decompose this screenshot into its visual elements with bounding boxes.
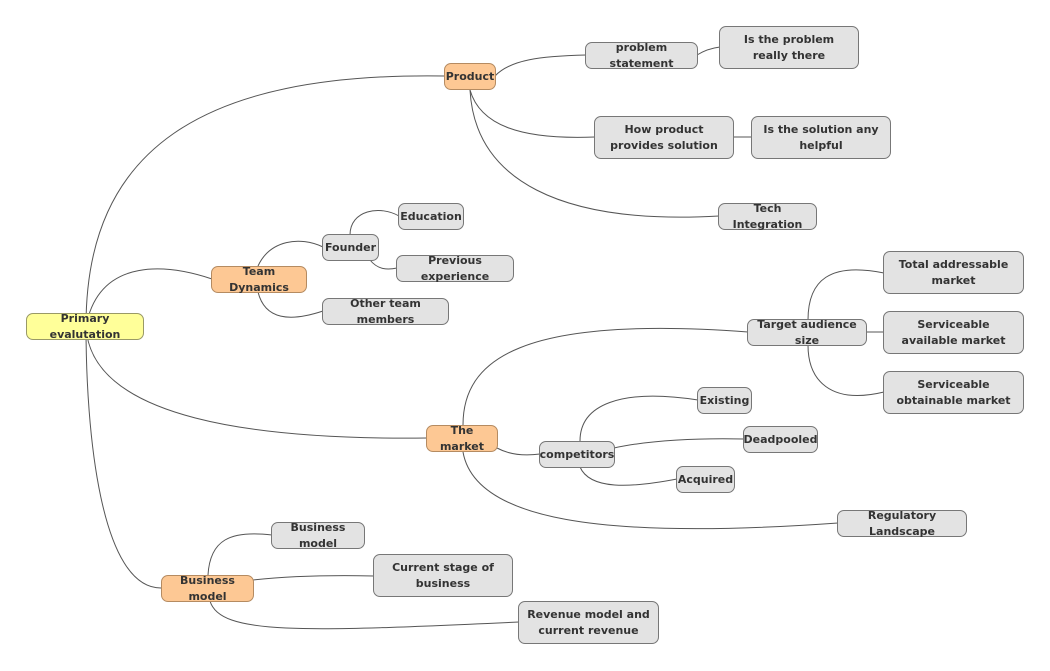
node-total-addressable-market[interactable]: Total addressable market (883, 251, 1024, 294)
edge-product-tech (469, 89, 720, 218)
edge-team-other (257, 291, 324, 318)
node-deadpooled[interactable]: Deadpooled (743, 426, 818, 453)
node-acquired[interactable]: Acquired (676, 466, 735, 493)
edge-founder-prev (369, 259, 398, 270)
node-serviceable-obtainable-market[interactable]: Serviceable obtainable market (883, 371, 1024, 414)
edge-target-total (807, 269, 885, 321)
node-tech-integration[interactable]: Tech Integration (718, 202, 817, 231)
node-problem-really-there[interactable]: Is the problem really there (719, 26, 859, 69)
edge-target-obtain (807, 344, 885, 396)
edge-market-target (462, 327, 749, 426)
topic-the-market[interactable]: The market (426, 424, 498, 453)
node-regulatory-landscape[interactable]: Regulatory Landscape (837, 509, 967, 538)
node-serviceable-available-market[interactable]: Serviceable available market (883, 311, 1024, 354)
node-competitors[interactable]: competitors (539, 441, 615, 468)
edge-founder-education (349, 209, 400, 236)
root-node[interactable]: Primary evalutation (26, 312, 144, 341)
topic-business-model[interactable]: Business model (161, 574, 254, 603)
node-business-model-child[interactable]: Business model (271, 521, 365, 550)
node-previous-experience[interactable]: Previous experience (396, 254, 514, 283)
node-solution-helpful[interactable]: Is the solution any helpful (751, 116, 891, 159)
node-revenue-model[interactable]: Revenue model and current revenue (518, 601, 659, 644)
node-how-product-solution[interactable]: How product provides solution (594, 116, 734, 159)
edge-comp-acquired (579, 466, 678, 486)
edge-team-founder (257, 240, 324, 267)
topic-product[interactable]: Product (444, 63, 496, 90)
node-other-team-members[interactable]: Other team members (322, 297, 449, 326)
edge-product-how (469, 89, 596, 138)
edge-root-team (85, 268, 213, 327)
node-target-audience-size[interactable]: Target audience size (747, 318, 867, 347)
edge-product-problem (494, 54, 587, 77)
node-education[interactable]: Education (398, 203, 464, 230)
edge-business-model (207, 533, 273, 576)
node-problem-statement[interactable]: problem statement (585, 41, 698, 70)
edge-root-product (85, 75, 446, 327)
node-current-stage[interactable]: Current stage of business (373, 554, 513, 597)
topic-team-dynamics[interactable]: Team Dynamics (211, 265, 307, 294)
edge-root-market (85, 325, 428, 439)
edge-comp-existing (579, 395, 699, 442)
edge-problem-really (696, 46, 721, 56)
node-existing[interactable]: Existing (697, 387, 752, 414)
edge-business-revenue (209, 600, 520, 630)
node-founder[interactable]: Founder (322, 234, 379, 261)
edge-comp-deadpooled (613, 438, 745, 449)
edge-root-business (85, 325, 163, 589)
edge-business-stage (252, 575, 375, 581)
edge-market-regulatory (462, 451, 839, 530)
edge-market-competitors (496, 447, 541, 456)
